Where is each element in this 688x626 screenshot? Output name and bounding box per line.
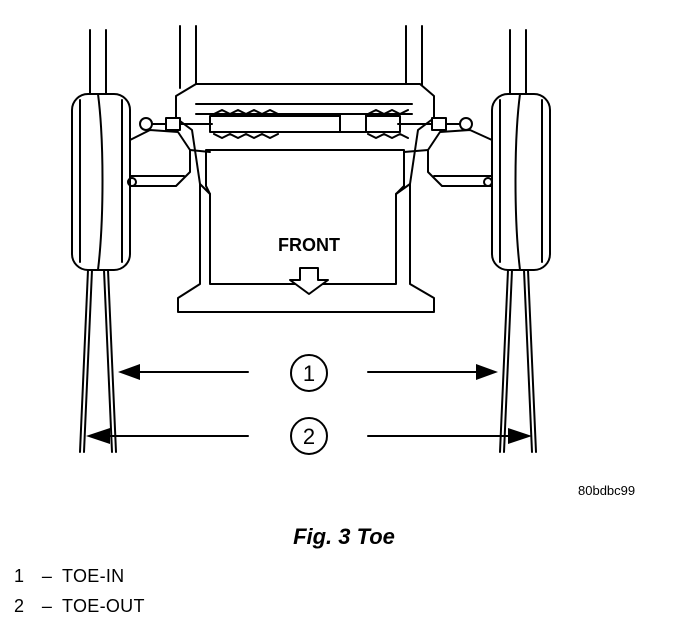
callout-1-text: 1 (303, 361, 315, 386)
legend-number: 1 (14, 566, 25, 586)
legend-text: TOE-IN (62, 566, 125, 586)
right-knuckle (403, 129, 493, 187)
frame-rails (179, 25, 423, 89)
callout-2-text: 2 (303, 424, 315, 449)
tie-rods (139, 117, 473, 131)
callout-1-circle (290, 354, 328, 392)
legend-dash: – (41, 566, 53, 586)
callout-2-circle (290, 417, 328, 455)
legend-dash: – (41, 596, 53, 616)
figure-reference-code: 80bdbc99 (578, 483, 636, 498)
crossmember (175, 83, 435, 313)
legend-number: 2 (14, 596, 25, 616)
front-arrow (289, 267, 329, 295)
legend-item: 2–TOE-OUT (14, 596, 145, 617)
left-tire (71, 93, 131, 271)
figure-caption: Fig. 3 Toe (293, 524, 395, 549)
legend-item: 1–TOE-IN (14, 566, 124, 587)
arrowheads (86, 364, 532, 444)
right-tire (491, 93, 551, 271)
front-label: FRONT (278, 235, 340, 255)
left-knuckle (127, 129, 211, 187)
legend-text: TOE-OUT (62, 596, 145, 616)
